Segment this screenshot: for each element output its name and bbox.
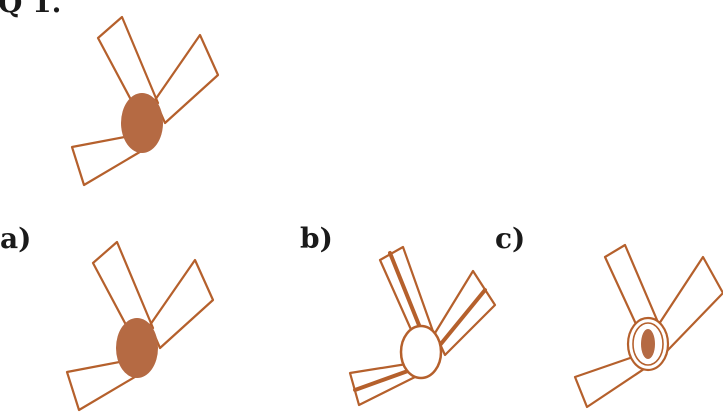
question-header: Q 1.	[0, 0, 62, 19]
center-hub-ring-inner	[632, 322, 664, 366]
option-b-figure[interactable]	[345, 235, 515, 418]
option-c-figure[interactable]	[565, 235, 723, 418]
blade-inner-line	[438, 288, 487, 347]
option-a-label: a)	[0, 222, 32, 255]
center-oval-filled	[641, 329, 655, 359]
blade-top-left	[91, 240, 155, 340]
blade-top-left	[96, 15, 160, 115]
center-hub-filled	[116, 318, 158, 378]
option-c-label: c)	[495, 222, 526, 255]
option-a-figure[interactable]	[55, 230, 225, 418]
blade-top-right	[148, 258, 215, 350]
question-figure	[70, 15, 220, 187]
center-hub-filled	[121, 93, 163, 153]
blade-top-right	[153, 33, 220, 125]
option-b-label: b)	[300, 222, 333, 255]
center-hub-hollow	[399, 324, 443, 380]
